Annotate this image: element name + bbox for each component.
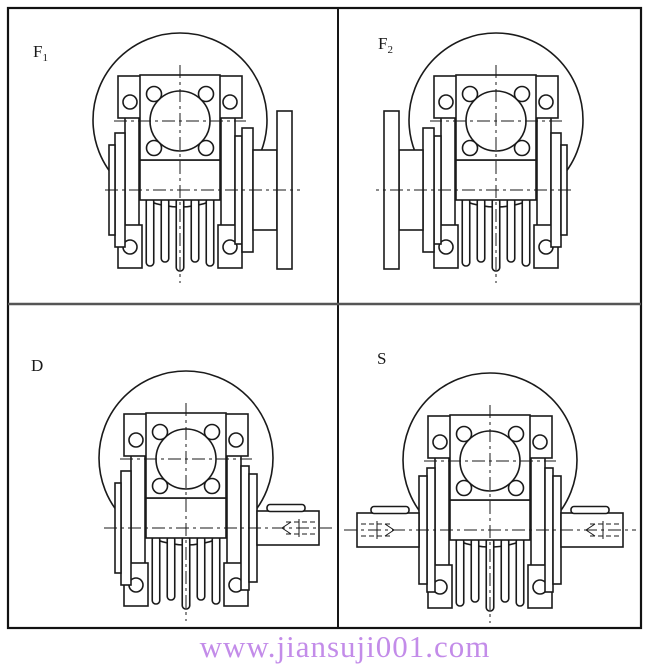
gearbox-drawing-s [344, 373, 636, 623]
panel-label-s: S [377, 349, 386, 368]
outer-border [6, 6, 643, 630]
gearbox-drawing-d [99, 371, 332, 621]
panel-label-f2: F2 [378, 34, 393, 56]
gearbox-drawing-f1 [93, 33, 300, 283]
gearbox-drawing-f2 [376, 33, 583, 283]
watermark-url: www.jiansuji001.com [199, 629, 491, 664]
panel-label-d: D [31, 356, 43, 375]
panel-label-f1: F1 [33, 42, 48, 64]
